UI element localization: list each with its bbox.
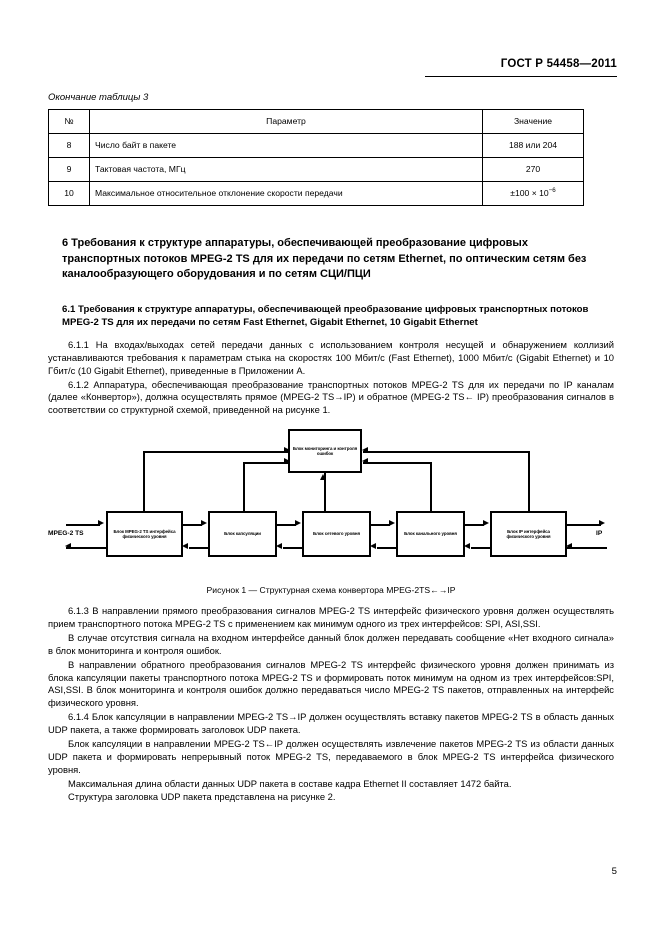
- arrow-monitor-in-bottom: [320, 474, 326, 481]
- table-row: 8 Число байт в пакете 188 или 204: [48, 133, 584, 158]
- standard-header: ГОСТ Р 54458—2011: [500, 58, 617, 70]
- arrow-5-4-rev: [464, 543, 470, 550]
- section-6-1-title: 6.1 Требования к структуре аппаратуры, о…: [62, 303, 589, 328]
- connector-output-mpeg: [66, 547, 106, 550]
- arrow-monitor-in-left2: [284, 458, 290, 465]
- connector-2-1-rev: [189, 547, 208, 550]
- diagram-block-mpeg-phy: Блок MPEG-2 TS интерфейса физического ур…: [106, 511, 183, 558]
- paragraph-6-1-4c: Максимальная длина области данных UDP па…: [68, 777, 512, 789]
- table-header-row: № Параметр Значение: [48, 109, 584, 134]
- section-6-title: 6 Требования к структуре аппаратуры, обе…: [62, 237, 587, 281]
- connector-4-5-fwd: [465, 524, 484, 527]
- paragraph-6-1-4d: Структура заголовка UDP пакета представл…: [68, 791, 336, 803]
- header-rule: [425, 76, 617, 77]
- connector-1-2-fwd: [183, 524, 202, 527]
- cell-param: Тактовая частота, МГц: [89, 157, 483, 182]
- arrow-3-2-rev: [276, 543, 282, 550]
- arrow-monitor-in-left: [284, 447, 290, 454]
- cell-param: Число байт в пакете: [89, 133, 483, 158]
- parameters-table: № Параметр Значение 8 Число байт в пакет…: [48, 109, 584, 206]
- diagram-block-network-layer: Блок сетевого уровня: [302, 511, 371, 558]
- connector-monitor-bus-right: [363, 451, 530, 454]
- cell-value-exponent: −6: [548, 186, 556, 194]
- arrow-output-mpeg: [65, 543, 71, 550]
- connector-4-3-rev: [377, 547, 396, 550]
- page-number: 5: [611, 866, 617, 877]
- arrow-4-3-rev: [370, 543, 376, 550]
- cell-value-prefix: ±100 × 10: [510, 187, 549, 198]
- diagram-block-ip-phy: Блок IP интерфейса физического уровня: [490, 511, 567, 558]
- cell-num: 8: [48, 133, 90, 158]
- connector-monitor-bus-left2: [243, 462, 289, 465]
- paragraph-6-1-3: 6.1.3 В направлении прямого преобразован…: [48, 605, 614, 630]
- cell-value: ±100 × 10−6: [482, 181, 584, 206]
- paragraph-6-1-4b: Блок капсуляции в направлении MPEG-2 TS←…: [48, 737, 614, 775]
- connector-network-to-monitor: [324, 473, 326, 512]
- connector-output-ip: [567, 524, 601, 527]
- diagram-block-datalink-layer: Блок канального уровня: [396, 511, 465, 558]
- paragraph-6-1-1: 6.1.1 На входах/выходах сетей передачи д…: [48, 338, 614, 376]
- arrow-monitor-in-right2: [362, 458, 368, 465]
- arrow-output-ip: [599, 520, 605, 527]
- cell-value: 270: [482, 157, 584, 182]
- arrow-2-1-rev: [182, 543, 188, 550]
- cell-value: 188 или 204: [482, 133, 584, 158]
- table-header-num: №: [48, 109, 90, 134]
- cell-num: 9: [48, 157, 90, 182]
- paragraph-6-1-4: 6.1.4 Блок капсуляции в направлении MPEG…: [48, 711, 614, 736]
- arrow-4-5-fwd: [483, 520, 489, 527]
- paragraph-6-1-2: 6.1.2 Аппаратура, обеспечивающая преобра…: [48, 378, 614, 416]
- connector-3-4-fwd: [371, 524, 390, 527]
- connector-monitor-bus-left: [143, 451, 289, 454]
- connector-monitor-bus-right2: [363, 462, 432, 465]
- cell-param: Максимальное относительное отклонение ск…: [89, 181, 483, 206]
- page-content: Окончание таблицы 3 № Параметр Значение …: [48, 92, 614, 804]
- connector-mpeg-phy-to-monitor: [143, 451, 145, 512]
- connector-2-3-fwd: [277, 524, 296, 527]
- table-row: 9 Тактовая частота, МГц 270: [48, 157, 584, 182]
- paragraph-6-1-3b: В случае отсутствия сигнала на входном и…: [48, 631, 614, 656]
- cell-num: 10: [48, 181, 90, 206]
- connector-ip-phy-to-monitor: [528, 451, 530, 512]
- connector-encapsulation-to-monitor: [243, 462, 245, 512]
- connector-input-ip: [567, 547, 607, 550]
- paragraph-6-1-3c: В направлении обратного преобразования с…: [48, 658, 614, 709]
- figure-1-diagram: Блок мониторинга и контроля ошибок Блок …: [48, 429, 614, 579]
- diagram-block-encapsulation: Блок капсуляции: [208, 511, 277, 558]
- diagram-label-ip: IP: [596, 530, 603, 538]
- table-row: 10 Максимальное относительное отклонение…: [48, 181, 584, 206]
- arrow-3-4-fwd: [389, 520, 395, 527]
- connector-3-2-rev: [283, 547, 302, 550]
- arrow-monitor-in-right: [362, 447, 368, 454]
- figure-1-caption: Рисунок 1 — Структурная схема конвертора…: [206, 585, 456, 596]
- diagram-label-mpeg: MPEG-2 TS: [48, 530, 84, 538]
- connector-datalink-to-monitor: [430, 462, 432, 512]
- connector-input-mpeg: [66, 524, 100, 527]
- table-header-value: Значение: [482, 109, 584, 134]
- table-header-param: Параметр: [89, 109, 483, 134]
- diagram-block-monitoring: Блок мониторинга и контроля ошибок: [288, 429, 362, 474]
- arrow-1-2-fwd: [201, 520, 207, 527]
- arrow-2-3-fwd: [295, 520, 301, 527]
- arrow-input-ip: [566, 543, 572, 550]
- connector-5-4-rev: [471, 547, 490, 550]
- table-caption: Окончание таблицы 3: [48, 92, 149, 103]
- arrow-input-mpeg: [98, 520, 104, 527]
